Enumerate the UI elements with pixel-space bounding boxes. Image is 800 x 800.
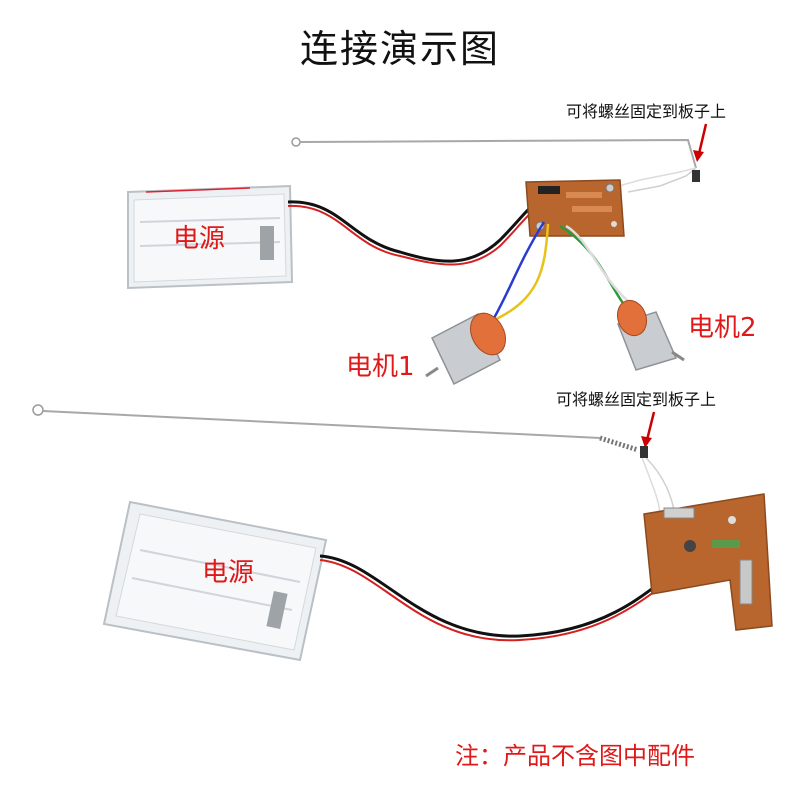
battery-box-top [127, 184, 294, 290]
power-label-bottom: 电源 [202, 558, 255, 588]
motor-wires-top [489, 221, 637, 324]
disclaimer-note: 注：产品不含图中配件 [455, 742, 695, 770]
battery-box-bottom [102, 500, 328, 662]
motor-1-label: 电机1 [346, 352, 415, 382]
receiver-board-top [525, 179, 625, 237]
power-label-top: 电源 [173, 224, 226, 254]
page-title: 连接演示图 [299, 27, 500, 71]
screw-hint-top-label: 可将螺丝固定到板子上 [566, 102, 727, 121]
screw-hint-bottom-label: 可将螺丝固定到板子上 [556, 390, 717, 409]
screw-arrow-bottom [640, 411, 656, 458]
motor-1 [425, 312, 507, 386]
power-wires-top [287, 198, 543, 266]
antenna-top [291, 137, 697, 193]
motor-2-label: 电机2 [688, 313, 757, 343]
screw-arrow-top [692, 123, 708, 182]
transmitter-board-bottom [643, 493, 773, 631]
antenna-bottom [32, 404, 675, 517]
motor-2 [616, 299, 685, 371]
power-wires-bottom [319, 554, 683, 642]
